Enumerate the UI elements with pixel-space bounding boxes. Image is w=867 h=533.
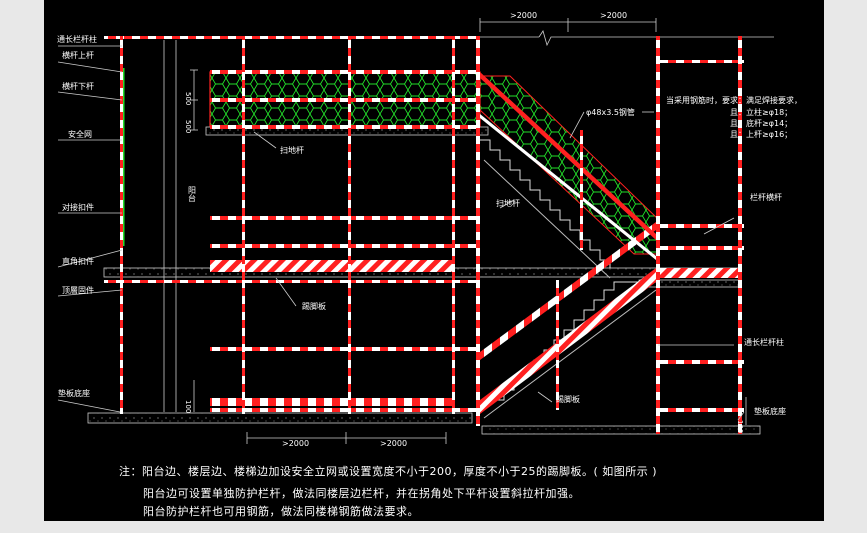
label-toe-board-2: 踢脚板 — [556, 394, 580, 404]
dimension-lines — [190, 18, 774, 444]
leader-lines — [57, 45, 745, 421]
toe-boards — [210, 222, 738, 414]
bottom-gutter — [0, 521, 867, 533]
label-rail-post-right: 栏杆横杆 — [750, 192, 782, 202]
dim-500-a: 500 — [184, 92, 192, 105]
label-balcony: 阳台 — [188, 186, 197, 203]
label-rebar-note: 当采用钢筋时，要求：满足焊接要求， — [666, 95, 802, 105]
dim-500-b: 500 — [184, 120, 192, 133]
rails — [104, 36, 744, 412]
note-line-1: 注：阳台边、楼层边、楼梯边加设安全立网或设置宽度不小于200，厚度不小于25的踢… — [119, 465, 658, 478]
label-rebar-a: 且：立柱≥φ18； — [730, 107, 792, 117]
label-left-top-post: 通长栏杆柱 — [57, 34, 97, 44]
safety-nets — [121, 68, 660, 255]
right-gutter — [824, 0, 867, 533]
cad-canvas: 通长栏杆柱 横杆上杆 横杆下杆 安全网 对接扣件 直角扣件 顶層固件 垫板底座 … — [44, 0, 824, 521]
label-safety-net: 安全网 — [68, 129, 92, 139]
label-sweep-pole-2: 扫地杆 — [496, 198, 520, 208]
label-toe-board-1: 踢脚板 — [302, 301, 326, 311]
dim-100-right: 100 — [736, 420, 744, 433]
dim-top-left: >2000 — [510, 11, 537, 20]
posts — [120, 36, 742, 434]
dimension-texts: >2000 >2000 >2000 >2000 500 500 100 100 — [184, 11, 744, 448]
label-coupler-right: 直角扣件 — [62, 256, 94, 266]
label-pipe-spec: φ48x3.5钢管 — [586, 107, 635, 117]
note-line-3: 阳台防护栏杆也可用钢筋，做法同楼梯钢筋做法要求。 — [143, 505, 419, 518]
label-rebar-b: 且：底杆≥φ14； — [730, 118, 792, 128]
label-floor-sweep-left: 顶層固件 — [62, 285, 94, 295]
dim-bottom-right: >2000 — [380, 439, 407, 448]
label-foot-base-left: 垫板底座 — [58, 388, 90, 398]
label-foot-base-right: 垫板底座 — [754, 406, 786, 416]
note-line-2: 阳台边可设置单独防护栏杆，做法同楼层边栏杆，并在拐角处下平杆设置斜拉杆加强。 — [143, 487, 580, 500]
dim-top-right: >2000 — [600, 11, 627, 20]
drawing: 通长栏杆柱 横杆上杆 横杆下杆 安全网 对接扣件 直角扣件 顶層固件 垫板底座 … — [57, 11, 802, 448]
left-gutter — [0, 0, 44, 533]
dim-bottom-left: >2000 — [282, 439, 309, 448]
label-right-long-post: 通长栏杆柱 — [744, 337, 784, 347]
stair-rails — [480, 72, 656, 260]
label-coupler-butt: 对接扣件 — [62, 202, 94, 212]
label-group: 通长栏杆柱 横杆上杆 横杆下杆 安全网 对接扣件 直角扣件 顶層固件 垫板底座 … — [57, 34, 802, 416]
label-rail-top: 横杆上杆 — [62, 50, 94, 60]
dim-100: 100 — [184, 400, 192, 413]
label-sweep-pole-1: 扫地杆 — [280, 145, 304, 155]
label-rebar-c: 且：上杆≥φ16； — [730, 129, 792, 139]
label-rail-bottom: 横杆下杆 — [62, 81, 94, 91]
